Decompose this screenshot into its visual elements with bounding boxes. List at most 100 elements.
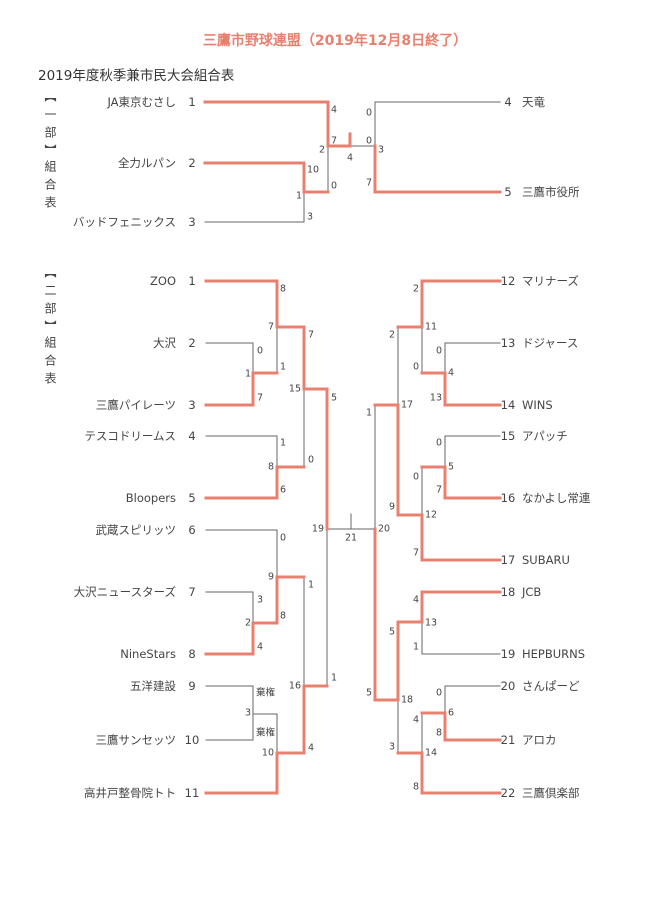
score-label: 0 xyxy=(413,362,419,373)
score-label: 1 xyxy=(296,191,302,202)
score-label: 0 xyxy=(436,688,442,699)
score-label: 0 xyxy=(257,346,263,357)
score-label: 15 xyxy=(289,384,301,395)
team-name: ZOO xyxy=(150,274,176,288)
team-number: 18 xyxy=(501,585,516,599)
team-number: 15 xyxy=(501,429,516,443)
score-label: 7 xyxy=(436,485,442,496)
score-label: 8 xyxy=(268,462,274,473)
score-label: 4 xyxy=(448,368,454,379)
score-label: 0 xyxy=(366,136,372,147)
team-number: 21 xyxy=(501,733,516,747)
score-label: 7 xyxy=(413,548,419,559)
score-label: 5 xyxy=(366,688,372,699)
team-name: さんぱーど xyxy=(522,679,580,693)
team-number: 4 xyxy=(188,429,195,443)
score-label: 1 xyxy=(366,408,372,419)
team-number: 7 xyxy=(188,585,195,599)
team-name: SUBARU xyxy=(522,553,570,567)
score-label: 1 xyxy=(331,673,337,684)
score-label: 1 xyxy=(280,438,286,449)
team-name: 五洋建設 xyxy=(130,679,176,693)
team-name: バッドフェニックス xyxy=(73,215,176,229)
score-label: 12 xyxy=(425,510,437,521)
page-title: 三鷹市野球連盟（2019年12月8日終了） xyxy=(202,33,468,49)
score-label: 0 xyxy=(308,455,314,466)
score-label: 3 xyxy=(307,212,313,223)
team-number: 3 xyxy=(188,215,195,229)
score-label: 4 xyxy=(413,595,419,606)
score-label: 9 xyxy=(268,572,274,583)
team-number: 17 xyxy=(501,553,516,567)
team-name: 高井戸整骨院トト xyxy=(84,786,176,800)
team-number: 5 xyxy=(188,491,195,505)
team-name: 大沢 xyxy=(153,336,176,350)
team-number: 11 xyxy=(185,786,200,800)
team-number: 19 xyxy=(501,647,516,661)
score-label: 7 xyxy=(331,136,337,147)
forfeit-label: 棄権 xyxy=(256,727,276,739)
score-label: 7 xyxy=(308,330,314,341)
score-label: 5 xyxy=(389,627,395,638)
score-label: 0 xyxy=(366,108,372,119)
team-number: 3 xyxy=(188,398,195,412)
score-label: 3 xyxy=(389,742,395,753)
score-label: 3 xyxy=(257,595,263,606)
score-label: 18 xyxy=(401,695,413,706)
score-label: 13 xyxy=(430,393,442,404)
score-label: 8 xyxy=(413,782,419,793)
team-name: 大沢ニュースターズ xyxy=(74,585,176,599)
score-label: 3 xyxy=(378,145,384,156)
team-name: 武蔵スピリッツ xyxy=(96,523,177,537)
score-label: 2 xyxy=(319,145,325,156)
team-name: アロカ xyxy=(522,733,557,747)
score-label: 1 xyxy=(245,369,251,380)
team-name: ドジャース xyxy=(522,336,578,350)
score-label: 0 xyxy=(436,346,442,357)
team-name: JA東京むさし xyxy=(106,95,176,109)
team-name: 三鷹倶楽部 xyxy=(522,786,580,800)
score-label: 0 xyxy=(331,181,337,192)
team-name: NineStars xyxy=(120,647,176,661)
score-label: 13 xyxy=(425,618,437,629)
score-label: 5 xyxy=(448,462,454,473)
score-label: 6 xyxy=(448,708,454,719)
score-label: 4 xyxy=(308,743,314,754)
division1-label-table: 組合表 xyxy=(43,160,57,214)
score-label: 20 xyxy=(378,524,390,535)
team-number: 13 xyxy=(501,336,516,350)
team-number: 4 xyxy=(504,95,511,109)
score-label: 4 xyxy=(331,105,337,116)
score-label: 16 xyxy=(289,681,301,692)
team-number: 6 xyxy=(188,523,195,537)
score-label: 7 xyxy=(268,322,274,333)
score-label: 11 xyxy=(425,322,437,333)
team-number: 10 xyxy=(185,733,200,747)
score-label: 1 xyxy=(280,362,286,373)
team-number: 9 xyxy=(188,679,195,693)
team-number: 20 xyxy=(501,679,516,693)
score-label: 6 xyxy=(280,485,286,496)
team-number: 14 xyxy=(501,398,516,412)
team-name: 三鷹パイレーツ xyxy=(96,398,176,412)
team-name: HEPBURNS xyxy=(522,647,585,661)
score-label: 4 xyxy=(347,153,353,164)
team-name: 天竜 xyxy=(522,95,545,109)
team-name: 三鷹市役所 xyxy=(522,185,580,199)
team-number: 8 xyxy=(188,647,195,661)
score-label: 4 xyxy=(257,642,263,653)
team-name: JCB xyxy=(521,585,541,599)
score-label: 3 xyxy=(245,708,251,719)
team-number: 1 xyxy=(188,95,195,109)
score-label: 10 xyxy=(262,748,274,759)
team-number: 2 xyxy=(188,336,195,350)
score-label: 7 xyxy=(366,178,372,189)
division2-label: 【二部】 xyxy=(43,266,57,338)
score-label: 1 xyxy=(413,642,419,653)
team-number: 22 xyxy=(501,786,516,800)
team-name: Bloopers xyxy=(126,491,176,505)
division1-label: 【一部】 xyxy=(43,90,57,162)
team-name: なかよし常連 xyxy=(522,491,591,505)
team-number: 16 xyxy=(501,491,516,505)
